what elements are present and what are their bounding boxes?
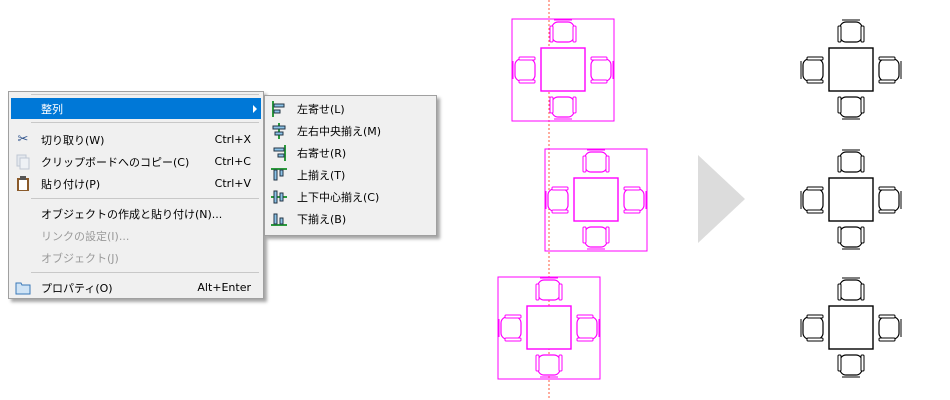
menu-item-label: プロパティ(O) xyxy=(41,281,113,295)
menu-separator xyxy=(31,272,259,273)
arrow-right-icon xyxy=(698,155,745,243)
table xyxy=(828,177,874,222)
chair xyxy=(549,19,577,43)
chair xyxy=(837,96,865,120)
menu-item-label: 整列 xyxy=(41,102,63,116)
menu-item-object[interactable]: オブジェクト(J) xyxy=(11,247,261,268)
submenu-item-label: 上下中心揃え(C) xyxy=(297,191,380,204)
menu-item-link-settings[interactable]: リンクの設定(I)... xyxy=(11,225,261,246)
chair xyxy=(837,19,865,43)
align-center-horizontal-icon xyxy=(271,123,287,139)
table xyxy=(573,177,619,222)
chair xyxy=(590,56,614,84)
menu-item-shortcut: Ctrl+V xyxy=(214,177,251,190)
menu-item-label: オブジェクトの作成と貼り付け(N)... xyxy=(41,207,223,221)
chair xyxy=(837,226,865,250)
submenu-item-label: 左寄せ(L) xyxy=(297,103,345,116)
chair xyxy=(837,354,865,378)
align-submenu: 左寄せ(L) 左右中央揃え(M) 右寄せ(R) 上揃え(T) 上下中心揃え(C) 下揃え(… xyxy=(264,95,437,236)
chair xyxy=(878,186,902,214)
selected-table-group[interactable] xyxy=(511,18,615,122)
copy-icon xyxy=(15,154,31,170)
aligned-table-group[interactable] xyxy=(800,19,902,120)
submenu-item-align-top[interactable]: 上揃え(T) xyxy=(267,164,434,186)
menu-item-label: 切り取り(W) xyxy=(41,133,105,147)
menu-separator xyxy=(31,94,259,95)
submenu-item-align-center-horizontal[interactable]: 左右中央揃え(M) xyxy=(267,120,434,142)
menu-item-shortcut: Alt+Enter xyxy=(197,281,251,294)
chair xyxy=(512,56,536,84)
chair xyxy=(837,149,865,173)
menu-item-insert-object[interactable]: オブジェクトの作成と貼り付け(N)... xyxy=(11,203,261,224)
submenu-item-label: 左右中央揃え(M) xyxy=(297,125,382,138)
submenu-item-align-middle-vertical[interactable]: 上下中心揃え(C) xyxy=(267,186,434,208)
menu-item-paste[interactable]: 貼り付け(P) Ctrl+V xyxy=(11,173,261,194)
menu-separator xyxy=(31,122,259,123)
chair xyxy=(878,56,902,84)
align-bottom-icon xyxy=(271,211,287,227)
aligned-table-group[interactable] xyxy=(800,149,902,250)
table xyxy=(828,47,874,92)
aligned-table-group[interactable] xyxy=(800,277,902,378)
chair xyxy=(623,186,647,214)
chair xyxy=(800,56,824,84)
selection-box xyxy=(544,148,648,252)
submenu-item-align-bottom[interactable]: 下揃え(B) xyxy=(267,208,434,230)
submenu-arrow-icon xyxy=(253,104,257,113)
folder-icon xyxy=(15,280,31,296)
chair xyxy=(576,314,600,342)
menu-item-shortcut: Ctrl+X xyxy=(214,133,251,146)
submenu-item-label: 上揃え(T) xyxy=(297,169,346,182)
menu-item-label: 貼り付け(P) xyxy=(41,177,101,191)
chair xyxy=(545,186,569,214)
clipboard-icon xyxy=(15,175,31,192)
selection-box xyxy=(511,18,615,122)
menu-item-align[interactable]: 整列 xyxy=(11,98,261,119)
align-top-icon xyxy=(271,167,287,183)
submenu-item-label: 下揃え(B) xyxy=(297,213,347,226)
menu-item-label: リンクの設定(I)... xyxy=(41,229,130,243)
align-left-icon xyxy=(271,101,287,117)
align-middle-vertical-icon xyxy=(271,189,287,205)
chair xyxy=(878,314,902,342)
submenu-item-align-left[interactable]: 左寄せ(L) xyxy=(267,98,434,120)
menu-separator xyxy=(31,198,259,199)
menu-item-copy[interactable]: クリップボードへのコピー(C) Ctrl+C xyxy=(11,151,261,172)
chair xyxy=(535,354,563,378)
selected-table-group[interactable] xyxy=(544,148,648,252)
chair xyxy=(582,226,610,250)
selected-table-group[interactable] xyxy=(497,276,601,380)
selection-box xyxy=(497,276,601,380)
chair xyxy=(549,96,577,120)
menu-item-label: オブジェクト(J) xyxy=(41,251,119,265)
submenu-item-label: 右寄せ(R) xyxy=(297,147,347,160)
submenu-item-align-right[interactable]: 右寄せ(R) xyxy=(267,142,434,164)
chair xyxy=(498,314,522,342)
chair xyxy=(800,314,824,342)
menu-item-cut[interactable]: ✂ 切り取り(W) Ctrl+X xyxy=(11,129,261,150)
menu-item-shortcut: Ctrl+C xyxy=(214,155,251,168)
table xyxy=(828,305,874,350)
scissors-icon: ✂ xyxy=(17,132,29,147)
menu-item-label: クリップボードへのコピー(C) xyxy=(41,155,190,169)
table xyxy=(540,47,586,92)
chair xyxy=(535,277,563,301)
context-menu: 整列 ✂ 切り取り(W) Ctrl+X クリップボードへのコピー(C) Ctrl… xyxy=(8,91,264,299)
chair xyxy=(837,277,865,301)
chair xyxy=(582,149,610,173)
table xyxy=(526,305,572,350)
align-right-icon xyxy=(271,145,287,161)
menu-item-properties[interactable]: プロパティ(O) Alt+Enter xyxy=(11,277,261,298)
chair xyxy=(800,186,824,214)
